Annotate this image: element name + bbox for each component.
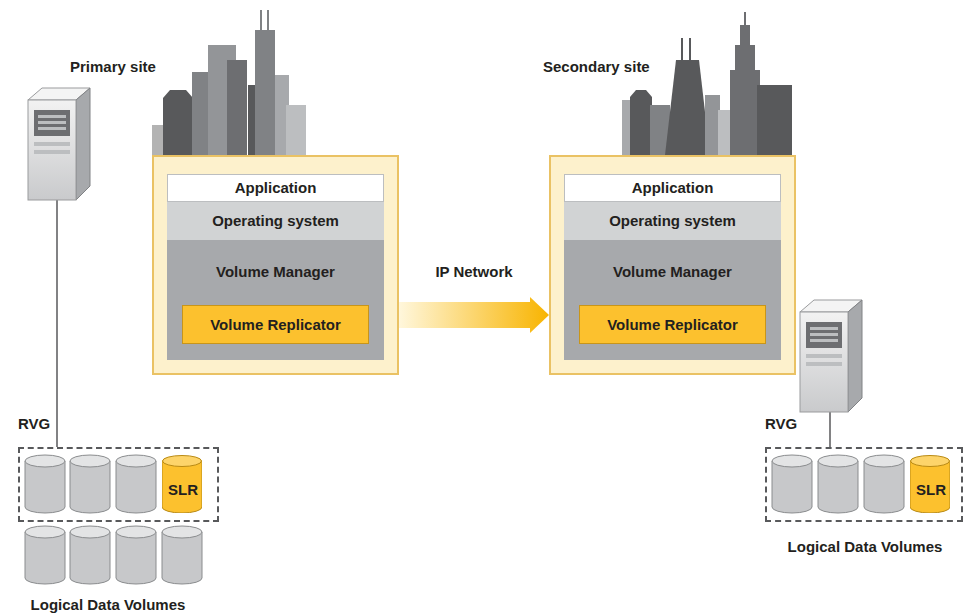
site-box: ApplicationOperating systemVolume Replic…: [549, 155, 796, 375]
box-label: SLR: [168, 481, 198, 499]
site-heading: Primary site: [70, 58, 156, 76]
layer-box: Volume Replicator Volume Manager: [564, 240, 781, 360]
server-wire: [829, 412, 831, 447]
box-label: Volume Manager: [216, 263, 335, 281]
site-box: ApplicationOperating systemVolume Replic…: [152, 155, 399, 375]
network-arrow: [399, 297, 549, 333]
box-label: Volume Manager: [613, 263, 732, 281]
replicator-box: Volume Replicator: [579, 305, 766, 344]
volume-group-box: SLRRVG: [765, 447, 963, 522]
server-icon: [28, 88, 90, 200]
layer-box: Volume Replicator Volume Manager: [167, 240, 384, 360]
volume-caption: Logical Data Volumes: [788, 538, 943, 556]
layer-box: Operating system: [564, 202, 781, 240]
replicator-box: Volume Replicator: [182, 305, 369, 344]
site-heading: RVG: [765, 415, 797, 433]
layer-box: Application: [564, 174, 781, 202]
disk-volumes: [25, 455, 904, 584]
volume-caption: Logical Data Volumes: [31, 596, 186, 614]
layer-box: Operating system: [167, 202, 384, 240]
server-icon: [800, 300, 862, 412]
primary-skyline: [152, 10, 306, 155]
log-volume-cylinder: SLR: [162, 455, 204, 513]
volume-group-box: SLRRVG: [18, 447, 219, 522]
log-volume-cylinder: SLR: [910, 455, 952, 513]
box-label: SLR: [916, 481, 946, 499]
box-label: Operating system: [609, 212, 736, 230]
edge-label: IP Network: [432, 263, 515, 281]
box-label: Application: [235, 179, 317, 197]
layer-box: Application: [167, 174, 384, 202]
server-wire: [56, 200, 58, 447]
site-heading: RVG: [18, 415, 50, 433]
secondary-skyline: [622, 12, 792, 155]
site-heading: Secondary site: [543, 58, 650, 76]
box-label: Volume Replicator: [607, 316, 738, 334]
box-label: Application: [632, 179, 714, 197]
box-label: Volume Replicator: [210, 316, 341, 334]
box-label: Operating system: [212, 212, 339, 230]
